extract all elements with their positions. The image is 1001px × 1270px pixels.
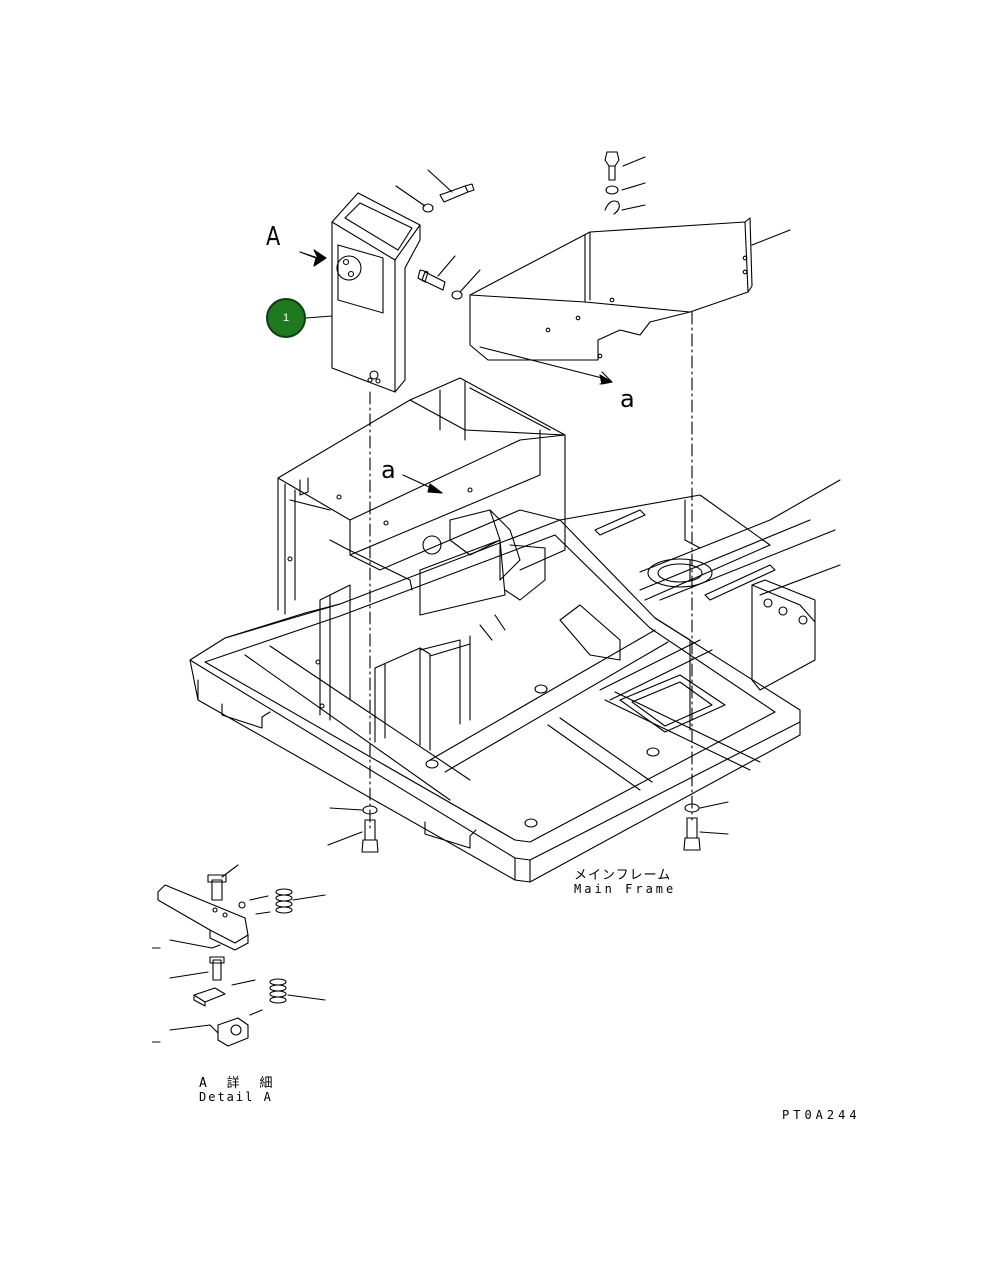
main-frame xyxy=(189,479,841,883)
main-frame-label-jp: メインフレーム xyxy=(574,868,672,883)
arrow-a-upper xyxy=(479,346,613,385)
main-frame-label-en: Main Frame xyxy=(574,882,677,896)
side-cover xyxy=(469,217,753,361)
detail-a-label-jp: A 詳 細 xyxy=(199,1076,279,1091)
item-callout-1[interactable]: 1 xyxy=(266,298,306,338)
bolt-bottom-right xyxy=(683,801,729,851)
detail-a-lock xyxy=(157,864,326,1047)
cover-part xyxy=(331,192,421,393)
view-a-label: A xyxy=(266,222,281,252)
detail-dash-mark-2: – xyxy=(152,1034,161,1050)
bolt-bottom-left xyxy=(327,805,379,853)
arrow-a-lower-label: a xyxy=(381,456,396,484)
cab-base xyxy=(277,377,566,721)
bolt-side-cover xyxy=(604,151,791,246)
bolt-cover-top xyxy=(395,169,475,213)
view-arrow-a xyxy=(299,249,327,267)
item-callout-number: 1 xyxy=(282,312,290,324)
detail-a-label-en: Detail A xyxy=(199,1090,273,1104)
drawing-code: PT0A244 xyxy=(782,1108,861,1122)
bolt-cover-side xyxy=(417,255,481,300)
detail-dash-mark-1: – xyxy=(152,940,161,956)
arrow-a-upper-label: a xyxy=(620,385,635,413)
callout-leader xyxy=(305,315,333,319)
